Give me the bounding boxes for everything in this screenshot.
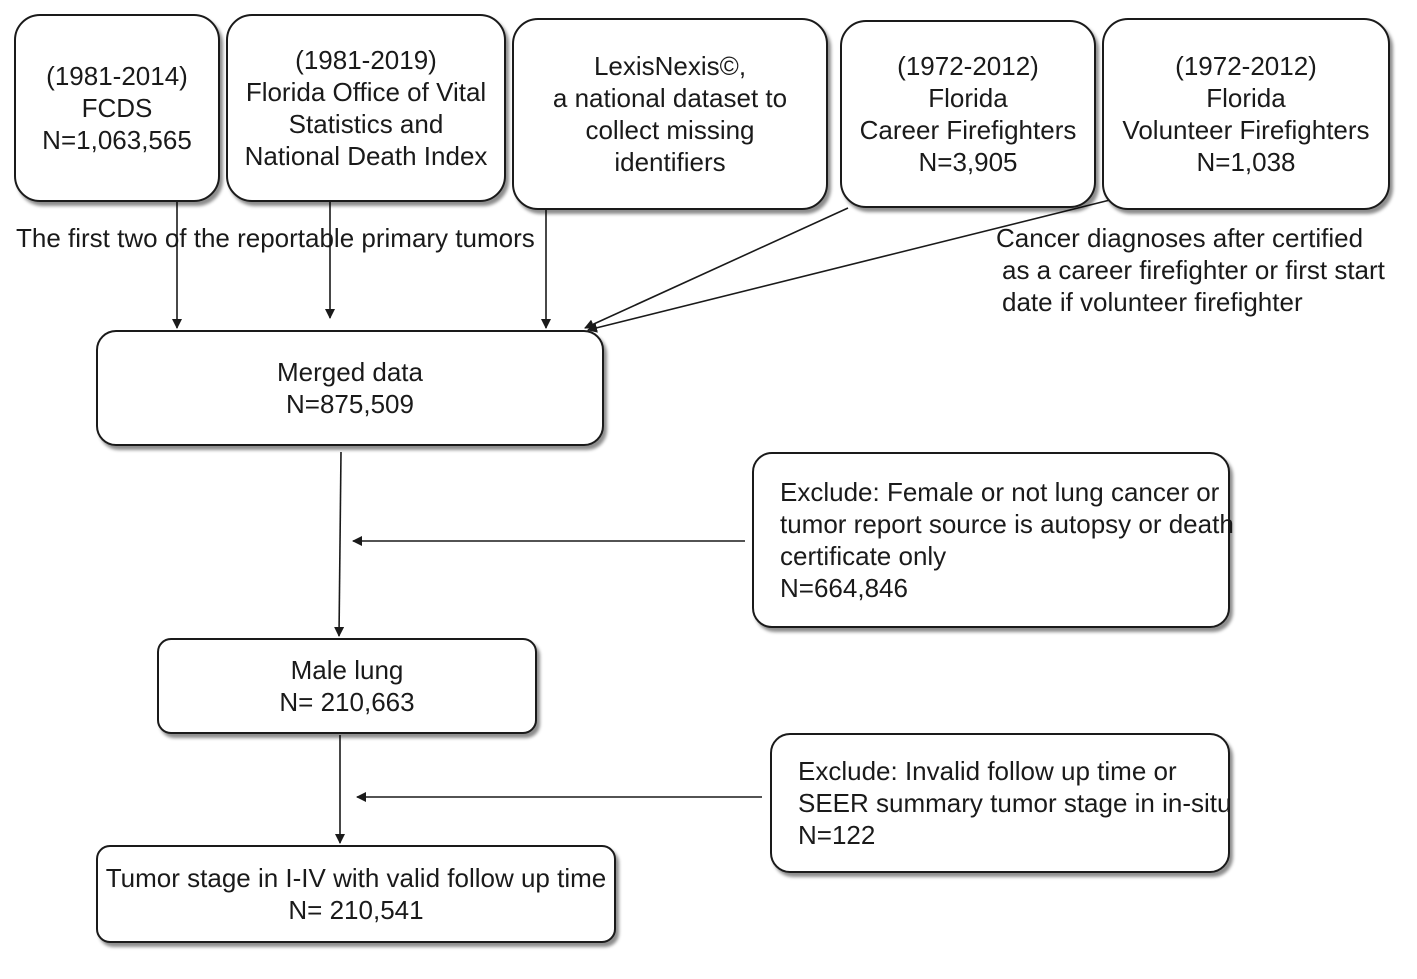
step-box-merged-data: Merged data N=875,509 xyxy=(96,330,604,446)
exclusion1-count: N=664,846 xyxy=(780,573,908,603)
arrow-career-to-merged xyxy=(584,207,849,329)
exclusion1-line-2: tumor report source is autopsy or death xyxy=(780,509,1234,539)
career-state: Florida xyxy=(928,83,1008,113)
vital-line-3: National Death Index xyxy=(244,141,488,171)
arrow-volunteer-to-merged xyxy=(587,197,1119,333)
exclusion1-line-3: certificate only xyxy=(780,541,947,571)
vital-line-2: Statistics and xyxy=(288,109,444,139)
volunteer-state: Florida xyxy=(1206,83,1286,113)
source-box-fcds: (1981-2014) FCDS N=1,063,565 xyxy=(14,14,220,202)
source-box-lexisnexis: LexisNexis©, a national dataset to colle… xyxy=(512,18,828,210)
exclusion2-line-2: SEER summary tumor stage in in-situ xyxy=(798,788,1232,818)
fcds-name: FCDS xyxy=(81,93,153,123)
exclusion2-count: N=122 xyxy=(798,820,876,850)
step-box-male-lung: Male lung N= 210,663 xyxy=(157,638,537,734)
cancer-note-line-3: date if volunteer firefighter xyxy=(1002,287,1303,317)
male-lung-count: N= 210,663 xyxy=(279,687,415,717)
source-box-career-firefighters: (1972-2012) Florida Career Firefighters … xyxy=(840,20,1096,208)
cancer-note-line-2: as a career firefighter or first start xyxy=(1002,255,1385,285)
lexis-line-1: LexisNexis©, xyxy=(593,51,747,81)
career-count: N=3,905 xyxy=(918,147,1018,177)
fcds-count: N=1,063,565 xyxy=(42,125,192,155)
lexis-line-4: identifiers xyxy=(614,147,726,177)
vital-line-1: Florida Office of Vital xyxy=(245,77,487,107)
step-box-final-cohort: Tumor stage in I-IV with valid follow up… xyxy=(96,845,616,943)
vital-years: (1981-2019) xyxy=(295,45,437,75)
career-label: Career Firefighters xyxy=(859,115,1077,145)
merged-label: Merged data xyxy=(277,357,423,387)
career-years: (1972-2012) xyxy=(897,51,1039,81)
male-lung-label: Male lung xyxy=(290,655,404,685)
source-box-vital-statistics: (1981-2019) Florida Office of Vital Stat… xyxy=(226,14,506,202)
note-reportable-tumors: The first two of the reportable primary … xyxy=(16,223,535,253)
exclusion1-line-1: Exclude: Female or not lung cancer or xyxy=(780,477,1220,507)
final-label: Tumor stage in I-IV with valid follow up… xyxy=(105,863,607,893)
volunteer-count: N=1,038 xyxy=(1196,147,1296,177)
merged-count: N=875,509 xyxy=(286,389,414,419)
final-count: N= 210,541 xyxy=(288,895,424,925)
volunteer-label: Volunteer Firefighters xyxy=(1122,115,1370,145)
exclusion-box-second: Exclude: Invalid follow up time or SEER … xyxy=(770,733,1232,873)
arrow-merged-to-male-lung xyxy=(334,451,345,637)
source-box-volunteer-firefighters: (1972-2012) Florida Volunteer Firefighte… xyxy=(1102,18,1390,210)
fcds-years: (1981-2014) xyxy=(46,61,188,91)
exclusion2-line-1: Exclude: Invalid follow up time or xyxy=(798,756,1177,786)
exclusion-box-first: Exclude: Female or not lung cancer or tu… xyxy=(752,452,1234,628)
note-cancer-diagnoses: Cancer diagnoses after certified as a ca… xyxy=(996,222,1385,318)
volunteer-years: (1972-2012) xyxy=(1175,51,1317,81)
lexis-line-3: collect missing xyxy=(585,115,755,145)
lexis-line-2: a national dataset to xyxy=(552,83,788,113)
cancer-note-line-1: Cancer diagnoses after certified xyxy=(996,223,1364,253)
